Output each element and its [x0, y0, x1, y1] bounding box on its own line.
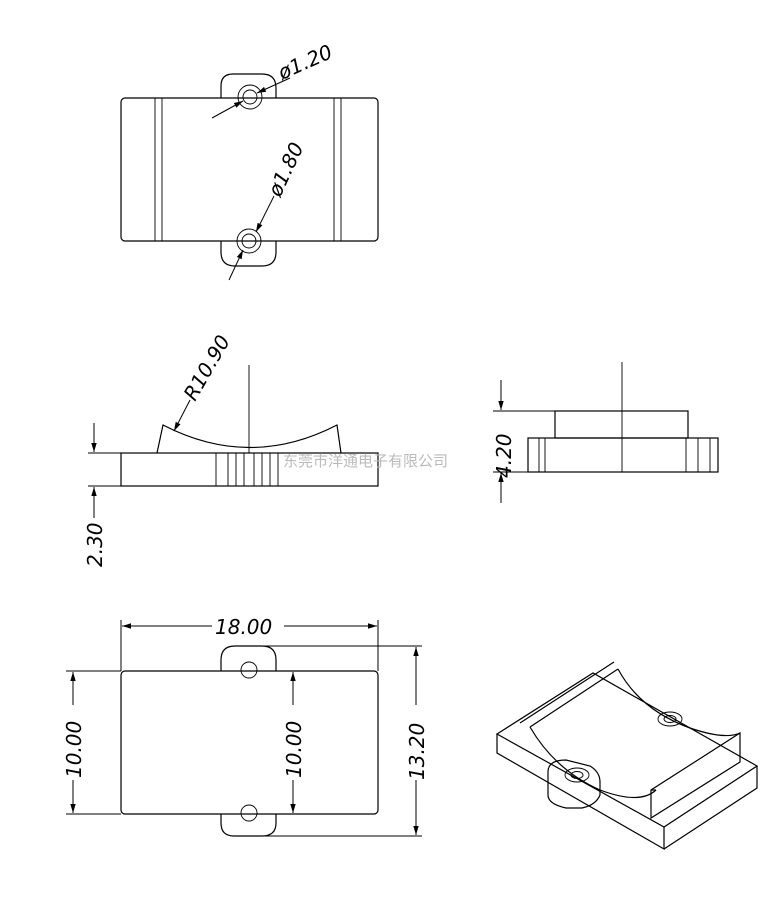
dim-width-total: 13.20 — [405, 723, 429, 780]
bottom-view-body — [120, 670, 379, 815]
bottom-lug — [220, 241, 277, 267]
iso-base-front — [496, 734, 665, 851]
watermark: 东莞市洋通电子有限公司 — [283, 452, 448, 470]
iso-hole-front — [564, 767, 590, 783]
dim-hole-large: ø1.80 — [262, 139, 308, 202]
side-view-top — [554, 410, 689, 439]
side-view-base — [527, 437, 719, 473]
dim-radius: R10.90 — [179, 331, 235, 405]
hole-bottom-inner — [241, 233, 257, 249]
bottom-view: 18.00 10.00 10.00 13.20 — [62, 615, 429, 837]
iso-front-lug — [547, 759, 601, 809]
hole-bottom-outer — [236, 228, 262, 254]
iso-saddle-back-curve — [617, 668, 741, 737]
dim-thickness: 2.30 — [83, 522, 107, 567]
bottom-view-hole-top — [240, 661, 258, 679]
top-lug — [220, 73, 277, 98]
iso-base-side — [663, 766, 758, 850]
front-view: R10.90 2.30 — [83, 331, 379, 567]
dim-width-inner: 10.00 — [282, 721, 306, 778]
top-view: ø1.20 ø1.80 — [120, 40, 379, 281]
hole-top-outer — [237, 84, 263, 110]
bottom-view-hole-bottom — [240, 804, 258, 822]
hole-top-inner — [242, 89, 258, 105]
iso-hole-back — [657, 711, 683, 727]
bottom-view-lug-bottom — [220, 814, 277, 837]
iso-saddle-end — [650, 731, 741, 820]
bottom-view-lug-top — [220, 645, 277, 671]
top-view-body — [120, 97, 379, 242]
front-view-base — [120, 452, 379, 487]
dim-length: 18.00 — [215, 615, 272, 639]
dim-width-left: 10.00 — [62, 721, 86, 778]
iso-base-top — [495, 672, 759, 828]
side-view: 4.20 — [492, 362, 719, 503]
dim-hole-small: ø1.20 — [273, 40, 336, 85]
isometric-view — [495, 661, 759, 851]
dim-height: 4.20 — [492, 433, 516, 478]
